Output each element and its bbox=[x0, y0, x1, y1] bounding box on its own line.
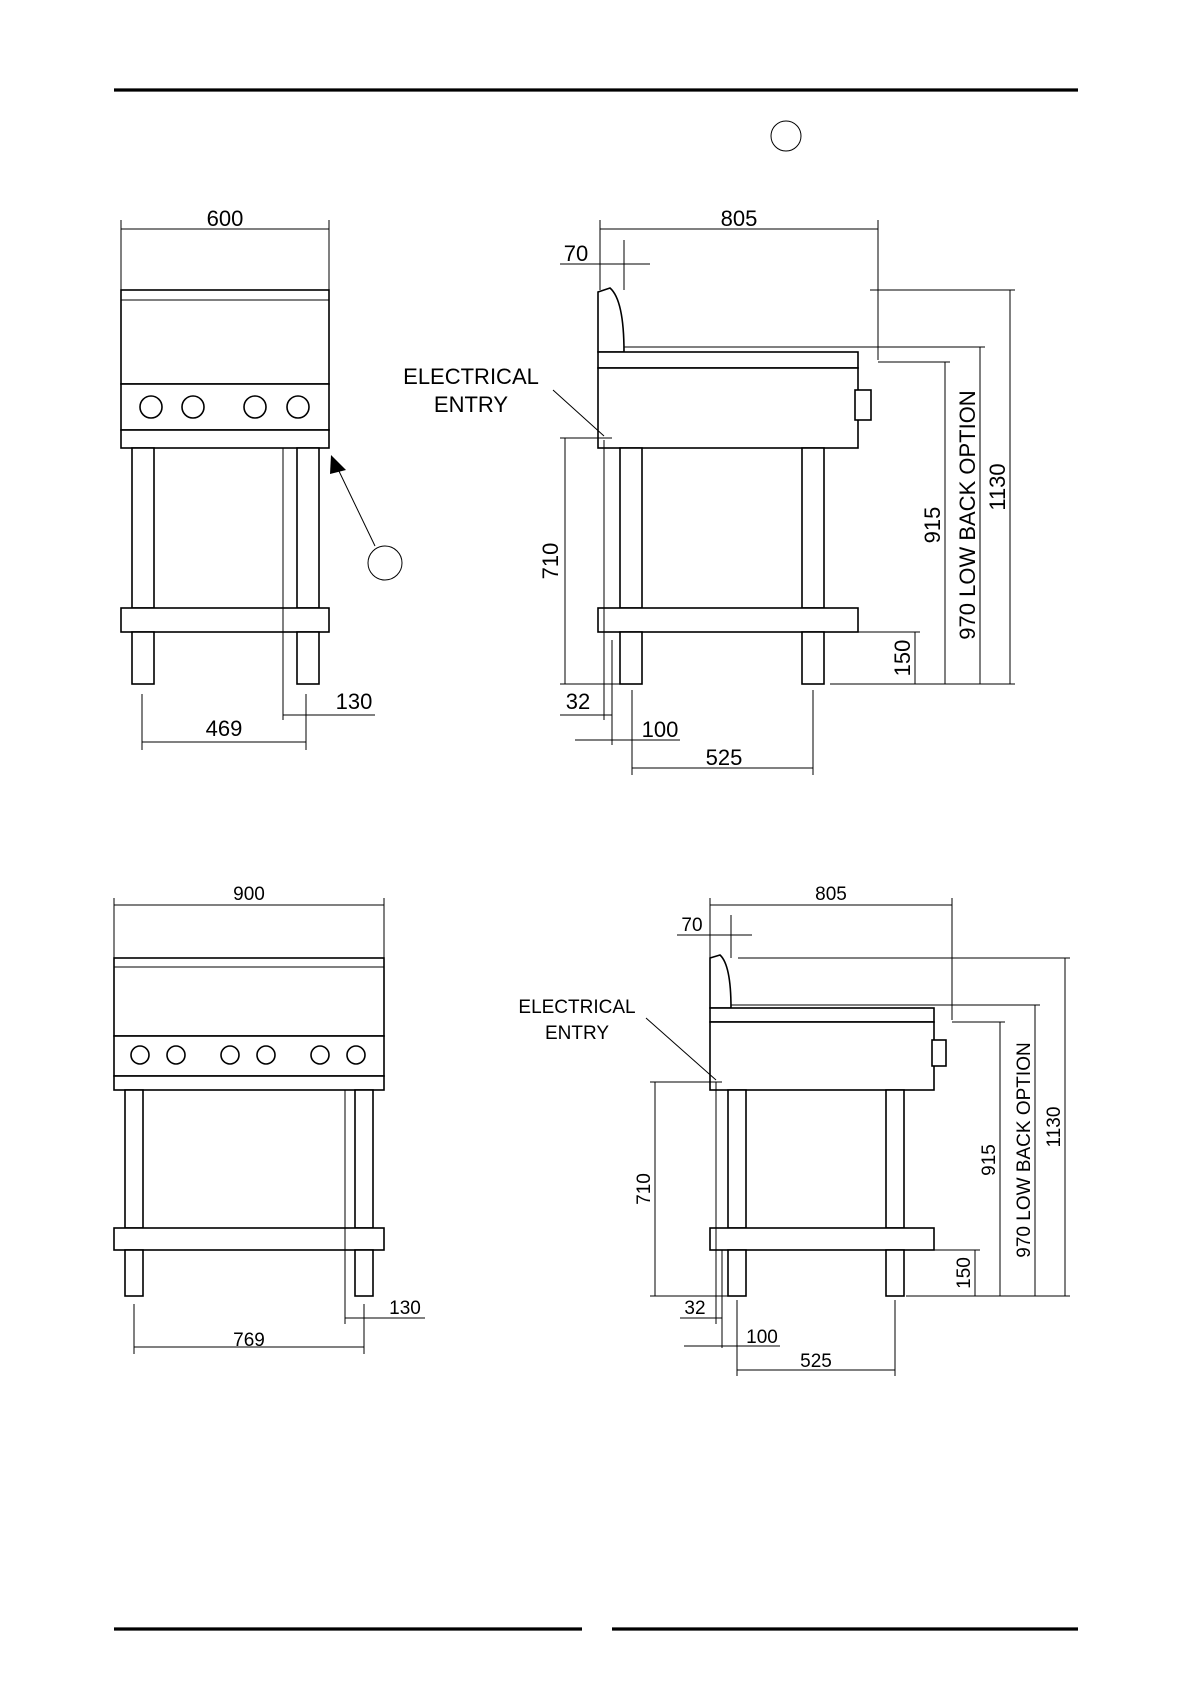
dim-low-back-b: 970 LOW BACK OPTION bbox=[1014, 1042, 1035, 1257]
dim-side-depth-b: 805 bbox=[815, 884, 847, 905]
dim-overall-a: 1130 bbox=[985, 463, 1010, 510]
dim-overall-b: 1130 bbox=[1044, 1107, 1065, 1148]
dim-front-leg-centres: 469 bbox=[206, 716, 243, 741]
dim-leg-inset-a: 32 bbox=[566, 689, 590, 714]
electrical-entry-label-2: ENTRY bbox=[434, 392, 508, 417]
dim-stand-height-b: 710 bbox=[634, 1173, 655, 1205]
electrical-entry-label-b1: ELECTRICAL bbox=[518, 997, 635, 1018]
dim-shelf-height-b: 150 bbox=[954, 1257, 975, 1289]
dim-side-depth-a: 805 bbox=[721, 206, 758, 231]
dim-leg-inset-b: 32 bbox=[684, 1298, 705, 1319]
dim-leg-to-front-b: 100 bbox=[746, 1327, 778, 1348]
dim-side-backsplash-a: 70 bbox=[564, 241, 588, 266]
side-view-b: 805 70 ELECTRICAL ENTRY 1130 970 LOW BAC… bbox=[518, 884, 1070, 1376]
dim-low-back-a: 970 LOW BACK OPTION bbox=[955, 390, 980, 639]
front-view-900: 900 769 130 bbox=[114, 884, 425, 1354]
dim-front-leg-offset: 130 bbox=[336, 689, 373, 714]
dim-stand-height-a: 710 bbox=[538, 543, 563, 580]
electrical-entry-label-b2: ENTRY bbox=[545, 1023, 609, 1044]
dim-worktop-b: 915 bbox=[979, 1144, 1000, 1176]
dim-side-backsplash-b: 70 bbox=[681, 915, 702, 936]
dim-leg-to-front-a: 100 bbox=[642, 717, 679, 742]
dim-leg-centres-b: 525 bbox=[800, 1351, 832, 1372]
dim-shelf-height-a: 150 bbox=[890, 640, 915, 677]
dim-front-leg-centres-b: 769 bbox=[233, 1330, 265, 1351]
front-view-600: 600 469 130 bbox=[121, 206, 402, 750]
dim-worktop-a: 915 bbox=[920, 507, 945, 544]
dim-front-leg-offset-b: 130 bbox=[389, 1298, 421, 1319]
callout-circle-icon bbox=[771, 121, 801, 151]
dim-front-width-b: 900 bbox=[233, 884, 265, 905]
dim-leg-centres-a: 525 bbox=[706, 745, 743, 770]
electrical-entry-label-1: ELECTRICAL bbox=[403, 364, 539, 389]
side-view-a: 805 70 ELECTRICAL ENTRY 1130 970 LOW BAC… bbox=[403, 206, 1015, 775]
dim-front-width: 600 bbox=[207, 206, 244, 231]
